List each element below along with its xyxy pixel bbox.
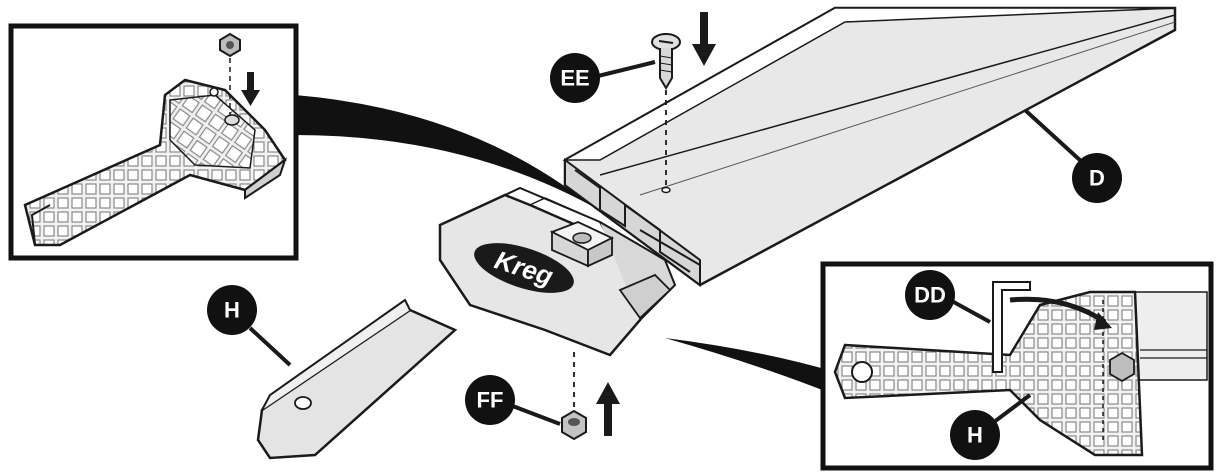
callout-ff: FF bbox=[465, 375, 561, 426]
callout-d: D bbox=[1023, 108, 1122, 203]
callout-ee: EE bbox=[550, 53, 656, 103]
screw-part bbox=[651, 33, 681, 90]
arrow-up-icon bbox=[596, 382, 620, 436]
callout-h-inset: H bbox=[950, 393, 1032, 460]
nut-part bbox=[561, 409, 587, 441]
callout-ff-label: FF bbox=[477, 388, 504, 413]
inset-handle-bottom-part bbox=[833, 290, 1144, 457]
hex-key-part bbox=[992, 281, 1031, 373]
arrow-down-icon bbox=[692, 12, 716, 66]
track-rail bbox=[562, 6, 1177, 287]
callout-d-label: D bbox=[1089, 166, 1105, 191]
callout-ee-label: EE bbox=[560, 66, 589, 91]
inset-arrow-down-icon bbox=[241, 72, 260, 106]
callout-dd-label: DD bbox=[914, 283, 946, 308]
inset-top-left bbox=[8, 23, 590, 261]
callout-h-main: H bbox=[207, 285, 292, 367]
inset-handle-part bbox=[23, 78, 287, 247]
inset-bottom-right: DD H bbox=[665, 261, 1214, 471]
main-handle-part: Kreg bbox=[256, 186, 677, 460]
callout-h-main-label: H bbox=[224, 298, 240, 323]
rotation-arrow-icon bbox=[1009, 296, 1112, 330]
callout-h-inset-label: H bbox=[967, 423, 983, 448]
callout-dd: DD bbox=[905, 270, 991, 324]
inset-nut-part bbox=[219, 32, 241, 58]
